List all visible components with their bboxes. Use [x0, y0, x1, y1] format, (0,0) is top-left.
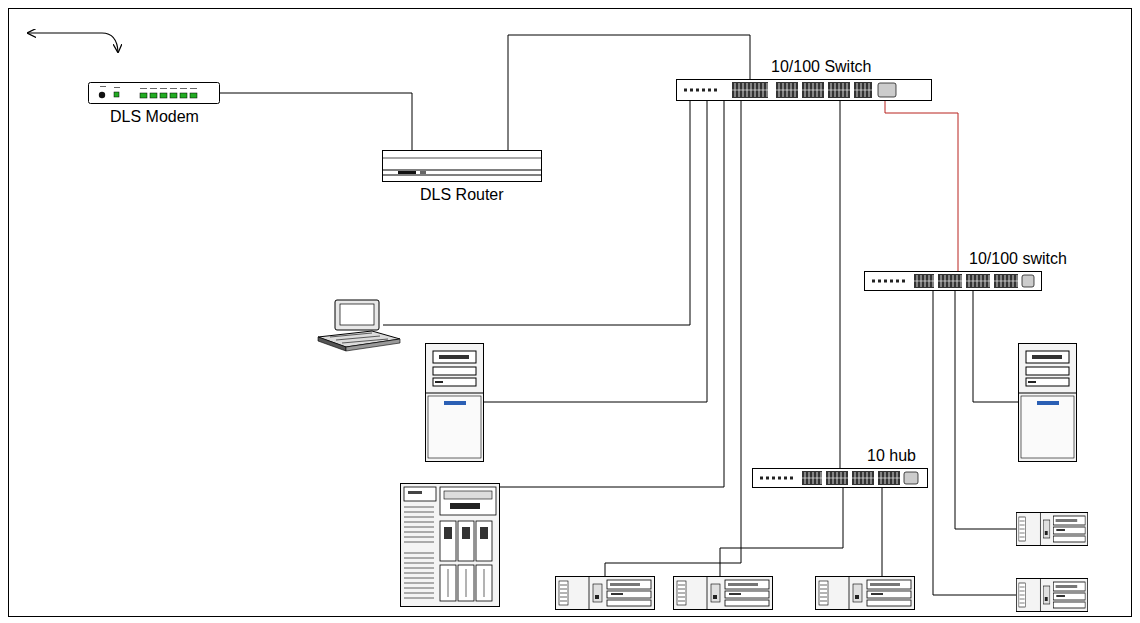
device-label: 10/100 switch — [968, 250, 1068, 268]
device-label: DLS Modem — [109, 108, 200, 126]
network-device: DLS Modem — [88, 82, 220, 104]
device-face — [88, 82, 220, 104]
device-face — [382, 150, 542, 182]
rack-server — [401, 484, 500, 607]
network-device: 10/100 Switch — [676, 79, 932, 101]
device-face — [676, 79, 932, 101]
device-face — [752, 468, 928, 488]
uplink-arrow — [28, 33, 118, 52]
network-link — [840, 101, 841, 468]
device-label: 10/100 Switch — [770, 58, 873, 76]
network-device: DLS Router — [382, 150, 542, 182]
frame — [9, 9, 1132, 617]
desktop-pc — [1016, 513, 1087, 546]
desktop-pc — [816, 577, 915, 610]
network-device: 10 hub — [752, 468, 928, 488]
network-link — [885, 101, 958, 271]
desktop-pc — [1016, 579, 1087, 612]
server-tower — [1019, 344, 1077, 462]
device-label: 10 hub — [866, 447, 917, 465]
desktop-pc — [556, 577, 655, 610]
network-cable — [383, 101, 1018, 595]
network-device: 10/100 switch — [864, 271, 1042, 291]
desktop-pc — [674, 577, 773, 610]
server-tower — [426, 344, 484, 462]
network-link — [220, 93, 412, 150]
device-face — [864, 271, 1042, 291]
device-label: DLS Router — [419, 186, 505, 204]
